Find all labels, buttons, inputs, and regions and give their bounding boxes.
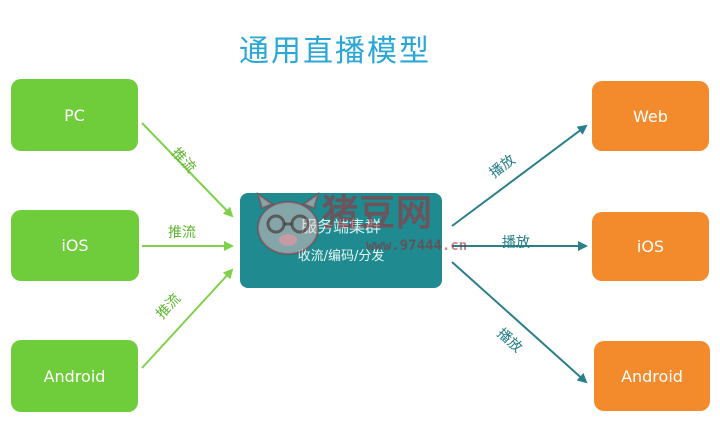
source-android-label: Android	[43, 366, 106, 386]
client-android-label: Android	[621, 366, 683, 386]
push-label-ios: 推流	[168, 225, 196, 241]
server-cluster-desc: 收流/编码/分发	[297, 249, 385, 264]
client-web-box: Web	[592, 81, 709, 151]
diagram-title: 通用直播模型	[239, 34, 431, 69]
play-label-ios: 播放	[502, 235, 530, 251]
client-ios-box: iOS	[592, 212, 709, 281]
source-ios-box: iOS	[11, 210, 139, 281]
play-arrow-web	[451, 124, 588, 227]
source-pc-box: PC	[11, 79, 138, 151]
source-ios-label: iOS	[61, 236, 89, 255]
client-android-box: Android	[594, 341, 710, 411]
client-ios-label: iOS	[636, 237, 665, 256]
client-web-label: Web	[633, 106, 668, 126]
source-pc-label: PC	[64, 105, 85, 125]
push-arrow-android	[141, 268, 234, 369]
push-arrow-pc	[141, 122, 234, 218]
play-arrow-android	[451, 261, 588, 384]
server-cluster-name: 服务端集群	[300, 217, 381, 236]
source-android-box: Android	[11, 340, 138, 412]
server-cluster-box: 服务端集群 收流/编码/分发	[240, 193, 442, 288]
